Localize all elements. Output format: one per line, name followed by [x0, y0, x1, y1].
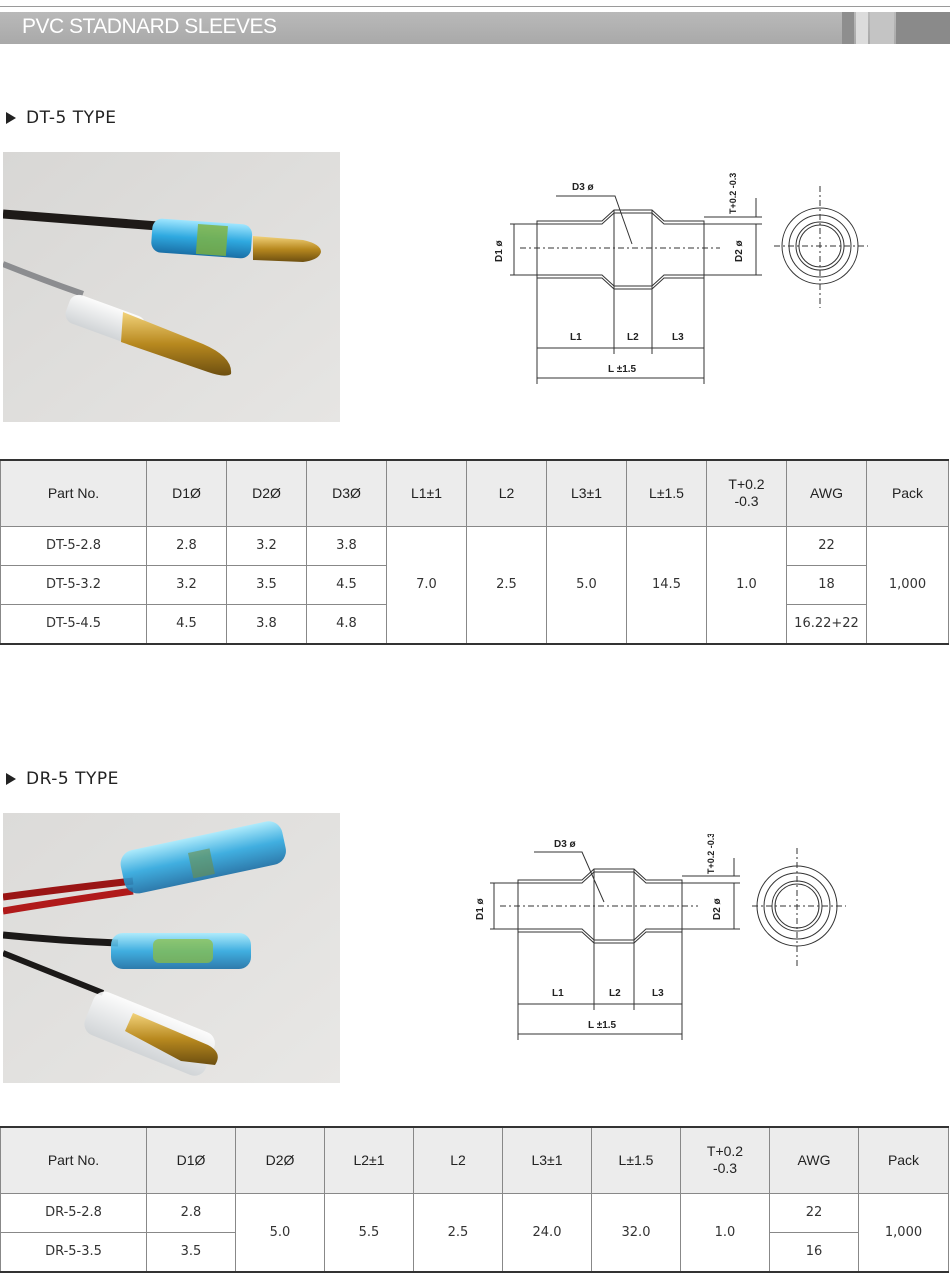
- spec-table-dt5: Part No. D1Ø D2Ø D3Ø L1±1 L2 L3±1 L±1.5 …: [0, 459, 949, 645]
- column-header: L2: [413, 1126, 503, 1194]
- dim-label: L1: [570, 332, 582, 343]
- d2-cell: 3.8: [226, 603, 307, 645]
- triangle-bullet-icon: [6, 112, 16, 124]
- dim-label: L3: [672, 332, 684, 343]
- l2-cell: 2.5: [413, 1192, 503, 1273]
- d2-cell: 5.0: [235, 1192, 325, 1273]
- spec-table-dr5: Part No. D1Ø D2Ø L2±1 L2 L3±1 L±1.5 T+0.…: [0, 1126, 949, 1273]
- d1-cell: 2.8: [146, 1192, 236, 1233]
- technical-drawing-dr5: D3 ø D1 ø D2 ø T+0.2 -0.3 L1 L2 L3 L ±1.…: [475, 834, 846, 1040]
- column-header: D3Ø: [306, 459, 387, 527]
- d3-cell: 3.8: [306, 525, 387, 566]
- dim-label: L3: [652, 988, 664, 999]
- awg-cell: 18: [786, 564, 867, 605]
- technical-drawing-dt5: D3 ø D1 ø D2 ø T+0.2 -0.3 L1 L2 L3 L ±1.…: [494, 173, 868, 384]
- column-header: Part No.: [0, 459, 147, 527]
- d1-cell: 3.5: [146, 1231, 236, 1273]
- pack-cell: 1,000: [866, 525, 949, 645]
- l-cell: 32.0: [591, 1192, 681, 1273]
- page-title: PVC STADNARD SLEEVES: [22, 15, 277, 38]
- dim-label: D2 ø: [734, 239, 745, 262]
- product-photo-dr5: [3, 813, 340, 1083]
- t-cell: 1.0: [706, 525, 787, 645]
- column-header: T+0.2 -0.3: [706, 459, 787, 527]
- table-row: DT-5-2.8 2.8 3.2 3.8 7.0 2.5 5.0 14.5 1.…: [0, 525, 949, 645]
- top-rule: [0, 6, 950, 7]
- table-header-row: Part No. D1Ø D2Ø D3Ø L1±1 L2 L3±1 L±1.5 …: [0, 459, 949, 527]
- dim-label: D1 ø: [494, 239, 505, 262]
- product-photo-dt5: [3, 152, 340, 422]
- part-number-cell: DT-5-3.2: [0, 564, 147, 605]
- awg-cell: 22: [769, 1192, 859, 1233]
- section-title-dr5: DR-5 TYPE: [6, 769, 119, 789]
- d1-cell: 3.2: [146, 564, 227, 605]
- l1-cell: 7.0: [386, 525, 467, 645]
- column-header: AWG: [769, 1126, 859, 1194]
- awg-cell: 16: [769, 1231, 859, 1273]
- column-header: D1Ø: [146, 459, 227, 527]
- banner-block: [842, 12, 854, 44]
- dim-label: D3 ø: [572, 182, 595, 193]
- d2-cell: 3.5: [226, 564, 307, 605]
- page-banner: PVC STADNARD SLEEVES: [0, 12, 950, 44]
- d1-cell: 2.8: [146, 525, 227, 566]
- column-header: T+0.2 -0.3: [680, 1126, 770, 1194]
- column-header: L±1.5: [626, 459, 707, 527]
- column-header: D2Ø: [235, 1126, 325, 1194]
- section-title-dt5: DT-5 TYPE: [6, 108, 117, 128]
- column-header: AWG: [786, 459, 867, 527]
- dim-label: T+0.2 -0.3: [706, 834, 716, 874]
- banner-block: [870, 12, 894, 44]
- table-row: DT-5-4.5 4.5 3.8 4.8 16.22+22: [0, 603, 949, 645]
- column-header: L±1.5: [591, 1126, 681, 1194]
- dim-label: L2: [627, 332, 639, 343]
- dim-label: L ±1.5: [608, 364, 637, 375]
- part-number-cell: DR-5-2.8: [0, 1192, 147, 1233]
- dim-label: L2: [609, 988, 621, 999]
- l3-cell: 24.0: [502, 1192, 592, 1273]
- column-header: L2±1: [324, 1126, 414, 1194]
- column-header: L2: [466, 459, 547, 527]
- l2a-cell: 5.5: [324, 1192, 414, 1273]
- dim-label: D3 ø: [554, 839, 577, 850]
- banner-block: [856, 12, 868, 44]
- dim-label: L1: [552, 988, 564, 999]
- d1-cell: 4.5: [146, 603, 227, 645]
- awg-cell: 16.22+22: [786, 603, 867, 645]
- t-cell: 1.0: [680, 1192, 770, 1273]
- pack-cell: 1,000: [858, 1192, 949, 1273]
- table-row: DR-5-2.8 2.8 5.0 5.5 2.5 24.0 32.0 1.0 2…: [0, 1192, 949, 1273]
- table-header-row: Part No. D1Ø D2Ø L2±1 L2 L3±1 L±1.5 T+0.…: [0, 1126, 949, 1194]
- column-header: L3±1: [502, 1126, 592, 1194]
- dim-label: D2 ø: [712, 897, 723, 920]
- column-header: L1±1: [386, 459, 467, 527]
- dim-label: T+0.2 -0.3: [728, 173, 738, 214]
- column-header: L3±1: [546, 459, 627, 527]
- table-row: DR-5-3.5 3.5 16: [0, 1231, 949, 1273]
- l-cell: 14.5: [626, 525, 707, 645]
- d2-cell: 3.2: [226, 525, 307, 566]
- part-number-cell: DT-5-4.5: [0, 603, 147, 645]
- column-header: D1Ø: [146, 1126, 236, 1194]
- awg-cell: 22: [786, 525, 867, 566]
- dim-label: D1 ø: [475, 897, 486, 920]
- d3-cell: 4.5: [306, 564, 387, 605]
- banner-block: [896, 12, 950, 44]
- l2-cell: 2.5: [466, 525, 547, 645]
- column-header: D2Ø: [226, 459, 307, 527]
- l3-cell: 5.0: [546, 525, 627, 645]
- triangle-bullet-icon: [6, 773, 16, 785]
- part-number-cell: DT-5-2.8: [0, 525, 147, 566]
- column-header: Pack: [866, 459, 949, 527]
- part-number-cell: DR-5-3.5: [0, 1231, 147, 1273]
- column-header: Part No.: [0, 1126, 147, 1194]
- column-header: Pack: [858, 1126, 949, 1194]
- dim-label: L ±1.5: [588, 1020, 617, 1031]
- d3-cell: 4.8: [306, 603, 387, 645]
